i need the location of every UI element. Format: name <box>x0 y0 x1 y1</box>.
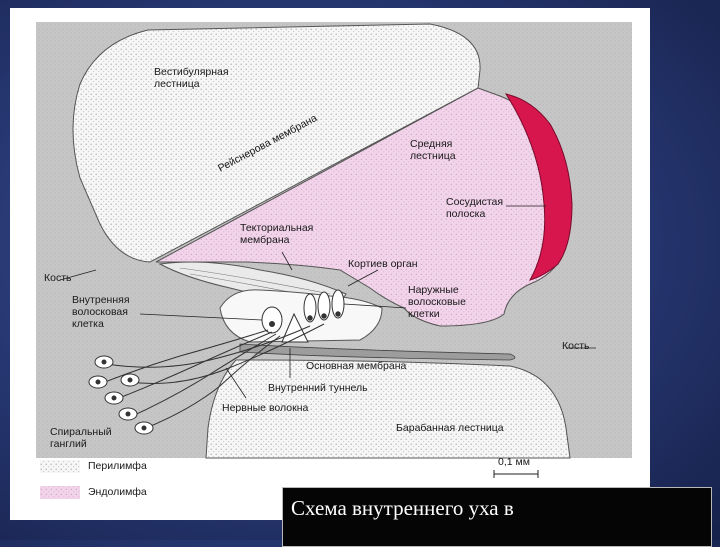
legend-endolymph-swatch <box>40 486 80 499</box>
scale-bar-line <box>493 470 539 478</box>
leader-lines <box>59 205 596 399</box>
scala-vestibuli <box>72 23 481 263</box>
label-vestibular-scala: Вестибулярная лестница <box>154 66 229 90</box>
label-inner-tunnel: Внутренний туннель <box>268 382 368 394</box>
label-stria-vascularis: Сосудистая полоска <box>446 196 504 220</box>
label-organ-of-corti: Кортиев орган <box>348 258 418 270</box>
label-bone-left: Кость <box>44 272 72 284</box>
label-bone-right: Кость <box>562 340 590 352</box>
legend-endolymph-label: Эндолимфа <box>88 486 147 498</box>
diagram-drawing <box>36 22 632 499</box>
spiral-ganglion <box>88 355 154 435</box>
legend-perilymph-swatch <box>40 460 80 473</box>
basilar-membrane <box>239 343 516 361</box>
legend-perilymph-label: Перилимфа <box>88 460 147 472</box>
label-tectorial-membrane: Текториальная мембрана <box>240 222 314 246</box>
label-spiral-ganglion: Спиральный ганглий <box>50 426 112 450</box>
label-inner-hair-cell: Внутренняя волосковая клетка <box>72 294 130 330</box>
scala-tympani <box>205 359 571 459</box>
label-basilar-membrane: Основная мембрана <box>306 360 407 372</box>
nerve-fibers <box>99 323 325 429</box>
stria-vascularis <box>504 93 573 281</box>
label-scala-tympani: Барабанная лестница <box>396 422 504 434</box>
caption-text: Схема внутреннего уха в <box>291 496 514 520</box>
inner-hair-cell <box>261 306 283 334</box>
scale-bar-label: 0,1 мм <box>498 456 530 468</box>
caption-box: Схема внутреннего уха в <box>282 487 712 547</box>
label-nerve-fibers: Нервные волокна <box>222 402 309 414</box>
inner-ear-diagram: Вестибулярная лестница Рейснерова мембра… <box>10 8 650 520</box>
outer-hair-cells <box>303 289 345 323</box>
label-outer-hair-cells: Наружные волосковые клетки <box>408 284 466 320</box>
label-scala-media: Средняя лестница <box>410 138 456 162</box>
